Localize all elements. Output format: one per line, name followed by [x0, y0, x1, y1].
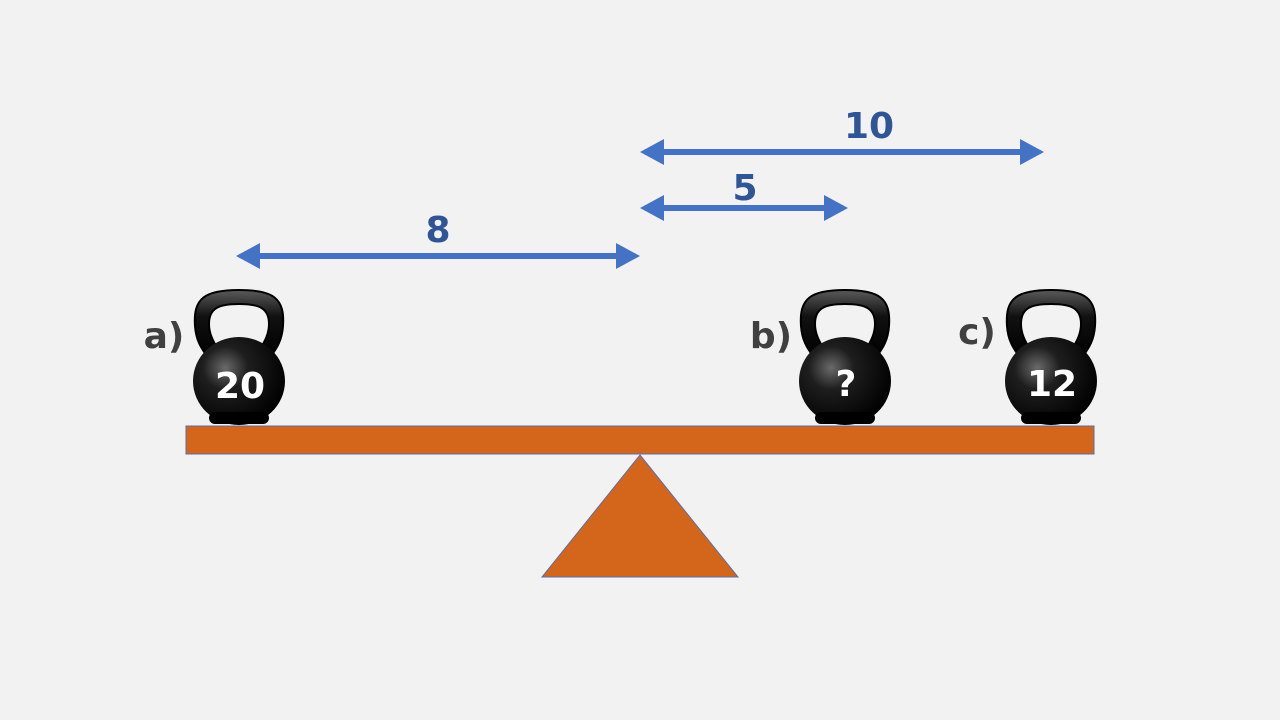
distance-arrow-right-far	[640, 139, 1044, 165]
distance-label-left: 8	[425, 210, 450, 251]
kettlebell-b-label: b)	[750, 316, 792, 357]
kettlebell-c-value: 12	[1027, 364, 1077, 405]
distance-label-right-near: 5	[732, 168, 757, 209]
kettlebell-a-value: 20	[215, 366, 265, 407]
kettlebell-a-label: a)	[144, 316, 185, 357]
kettlebell-b-value: ?	[836, 364, 857, 405]
distance-label-right-far: 10	[844, 106, 894, 147]
distance-arrow-left	[236, 243, 640, 269]
kettlebell-c-label: c)	[958, 312, 996, 353]
seesaw-beam	[185, 425, 1095, 455]
seesaw-fulcrum	[540, 454, 740, 578]
distance-arrow-right-near	[640, 195, 848, 221]
